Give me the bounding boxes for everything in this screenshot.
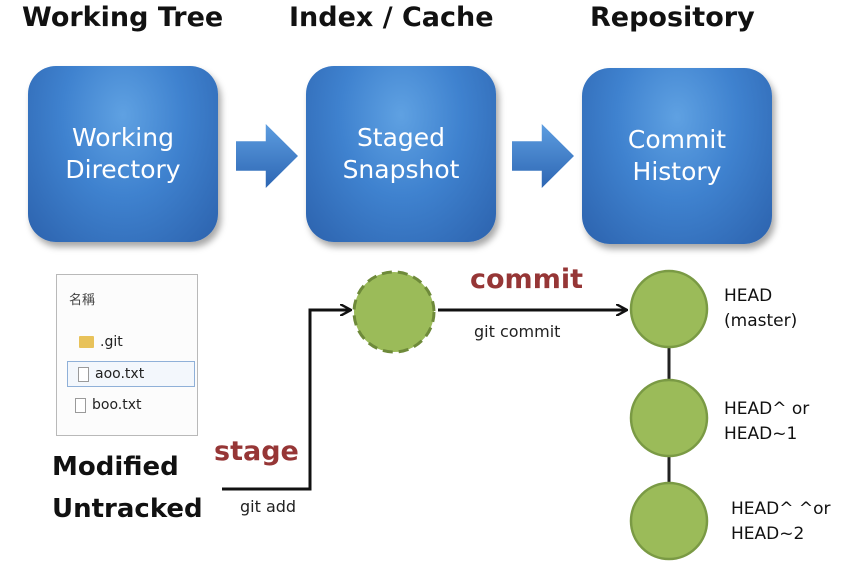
file-list-header: 名稱 — [69, 293, 96, 308]
staged-snapshot-line2: Snapshot — [342, 155, 460, 184]
file-name: .git — [100, 334, 123, 350]
head-label-line1: HEAD^ ^or — [731, 499, 831, 519]
commit-node-head-1 — [629, 378, 709, 458]
file-item-aoo[interactable]: aoo.txt — [67, 361, 195, 387]
working-directory-box: Working Directory — [28, 66, 218, 242]
heading-working-tree: Working Tree — [22, 2, 224, 33]
status-untracked: Untracked — [52, 494, 203, 524]
git-commit-label: git commit — [474, 322, 561, 341]
text-file-icon — [75, 397, 86, 413]
working-directory-line1: Working — [72, 123, 174, 152]
head-label-line2: HEAD~2 — [731, 524, 805, 544]
stage-label: stage — [214, 436, 299, 467]
status-modified: Modified — [52, 452, 179, 482]
head-label-line1: HEAD — [724, 286, 773, 306]
file-name: aoo.txt — [95, 366, 145, 382]
head-master-label: HEAD (master) — [724, 284, 797, 334]
head-label-line1: HEAD^ or — [724, 399, 810, 419]
staged-snapshot-line1: Staged — [356, 123, 446, 152]
commit-history-box: Commit History — [582, 68, 772, 244]
text-file-icon — [78, 366, 89, 382]
head-label-line2: (master) — [724, 311, 798, 331]
file-name: boo.txt — [92, 397, 142, 413]
head-parent-2-label: HEAD^ ^or HEAD~2 — [731, 497, 831, 547]
file-item-git[interactable]: .git — [65, 330, 189, 354]
heading-repository: Repository — [590, 2, 755, 33]
commit-history-line1: Commit — [627, 125, 727, 154]
git-add-label: git add — [240, 497, 297, 516]
file-item-boo[interactable]: boo.txt — [65, 393, 189, 417]
heading-index-cache: Index / Cache — [289, 2, 494, 33]
folder-icon — [79, 336, 94, 348]
head-parent-1-label: HEAD^ or HEAD~1 — [724, 397, 809, 447]
staged-node — [352, 270, 436, 354]
file-explorer-panel: 名稱 .git aoo.txt boo.txt — [56, 274, 198, 436]
commit-node-head — [629, 269, 709, 349]
commit-history-line2: History — [632, 157, 722, 186]
commit-label: commit — [470, 264, 583, 295]
working-directory-line2: Directory — [65, 155, 181, 184]
stage-arrow-line — [222, 310, 350, 491]
head-label-line2: HEAD~1 — [724, 424, 798, 444]
staged-snapshot-box: Staged Snapshot — [306, 66, 496, 242]
commit-node-head-2 — [629, 481, 709, 561]
